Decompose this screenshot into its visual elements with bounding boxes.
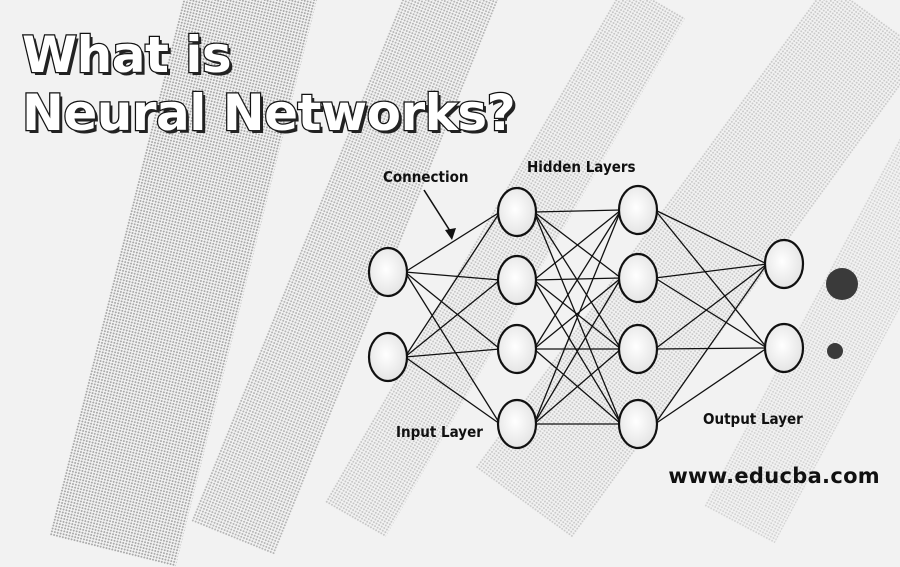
input-node xyxy=(367,331,409,383)
input-layer-label: Input Layer xyxy=(396,423,483,441)
connection-edge xyxy=(404,356,501,425)
output-layer-label: Output Layer xyxy=(703,410,803,428)
page-title: What is Neural Networks? xyxy=(21,25,517,144)
connection-edge xyxy=(404,211,501,358)
connection-arrow xyxy=(423,189,453,235)
hidden-2-node xyxy=(617,323,659,375)
connection-edge xyxy=(654,263,768,350)
connection-edge xyxy=(404,279,501,358)
hidden-1-node xyxy=(496,254,538,306)
connection-edge xyxy=(654,277,768,349)
connection-edge xyxy=(404,271,501,281)
connection-edge xyxy=(404,271,501,425)
connection-edge xyxy=(533,209,622,425)
network-nodes xyxy=(367,184,805,450)
connection-edge xyxy=(533,348,622,425)
connection-edge xyxy=(533,209,622,350)
connection-edge xyxy=(533,209,622,213)
hidden-1-node xyxy=(496,323,538,375)
connection-edge xyxy=(654,263,768,279)
hidden-layers-label: Hidden Layers xyxy=(527,158,636,176)
connection-edge xyxy=(654,347,768,350)
connection-edge xyxy=(654,209,768,265)
site-watermark: www.educba.com xyxy=(668,464,880,488)
connection-edge xyxy=(533,277,622,350)
hidden-2-node xyxy=(617,184,659,236)
connection-label: Connection xyxy=(383,168,469,186)
title-line-1: What is xyxy=(21,25,233,86)
connection-edge xyxy=(404,271,501,350)
output-node xyxy=(763,322,805,374)
hidden-2-node xyxy=(617,398,659,450)
connection-edge xyxy=(654,209,768,349)
connection-edge xyxy=(533,279,622,350)
connection-edge xyxy=(533,277,622,425)
connection-arrowhead xyxy=(445,228,456,240)
hidden-1-node xyxy=(496,398,538,450)
connection-edge xyxy=(404,211,501,273)
connection-edge xyxy=(654,263,768,425)
hidden-1-node xyxy=(496,186,538,238)
neural-network-diagram: Connection Hidden Layers Input Layer Out… xyxy=(367,158,858,450)
input-node xyxy=(367,246,409,298)
output-dot-large xyxy=(826,268,858,300)
connection-edge xyxy=(654,347,768,425)
output-node xyxy=(763,238,805,290)
output-dot-small xyxy=(827,343,843,359)
hidden-2-node xyxy=(617,252,659,304)
title-line-2: Neural Networks? xyxy=(21,83,517,144)
connection-edges xyxy=(404,209,768,425)
connection-edge xyxy=(404,348,501,358)
connection-edge xyxy=(533,209,622,281)
